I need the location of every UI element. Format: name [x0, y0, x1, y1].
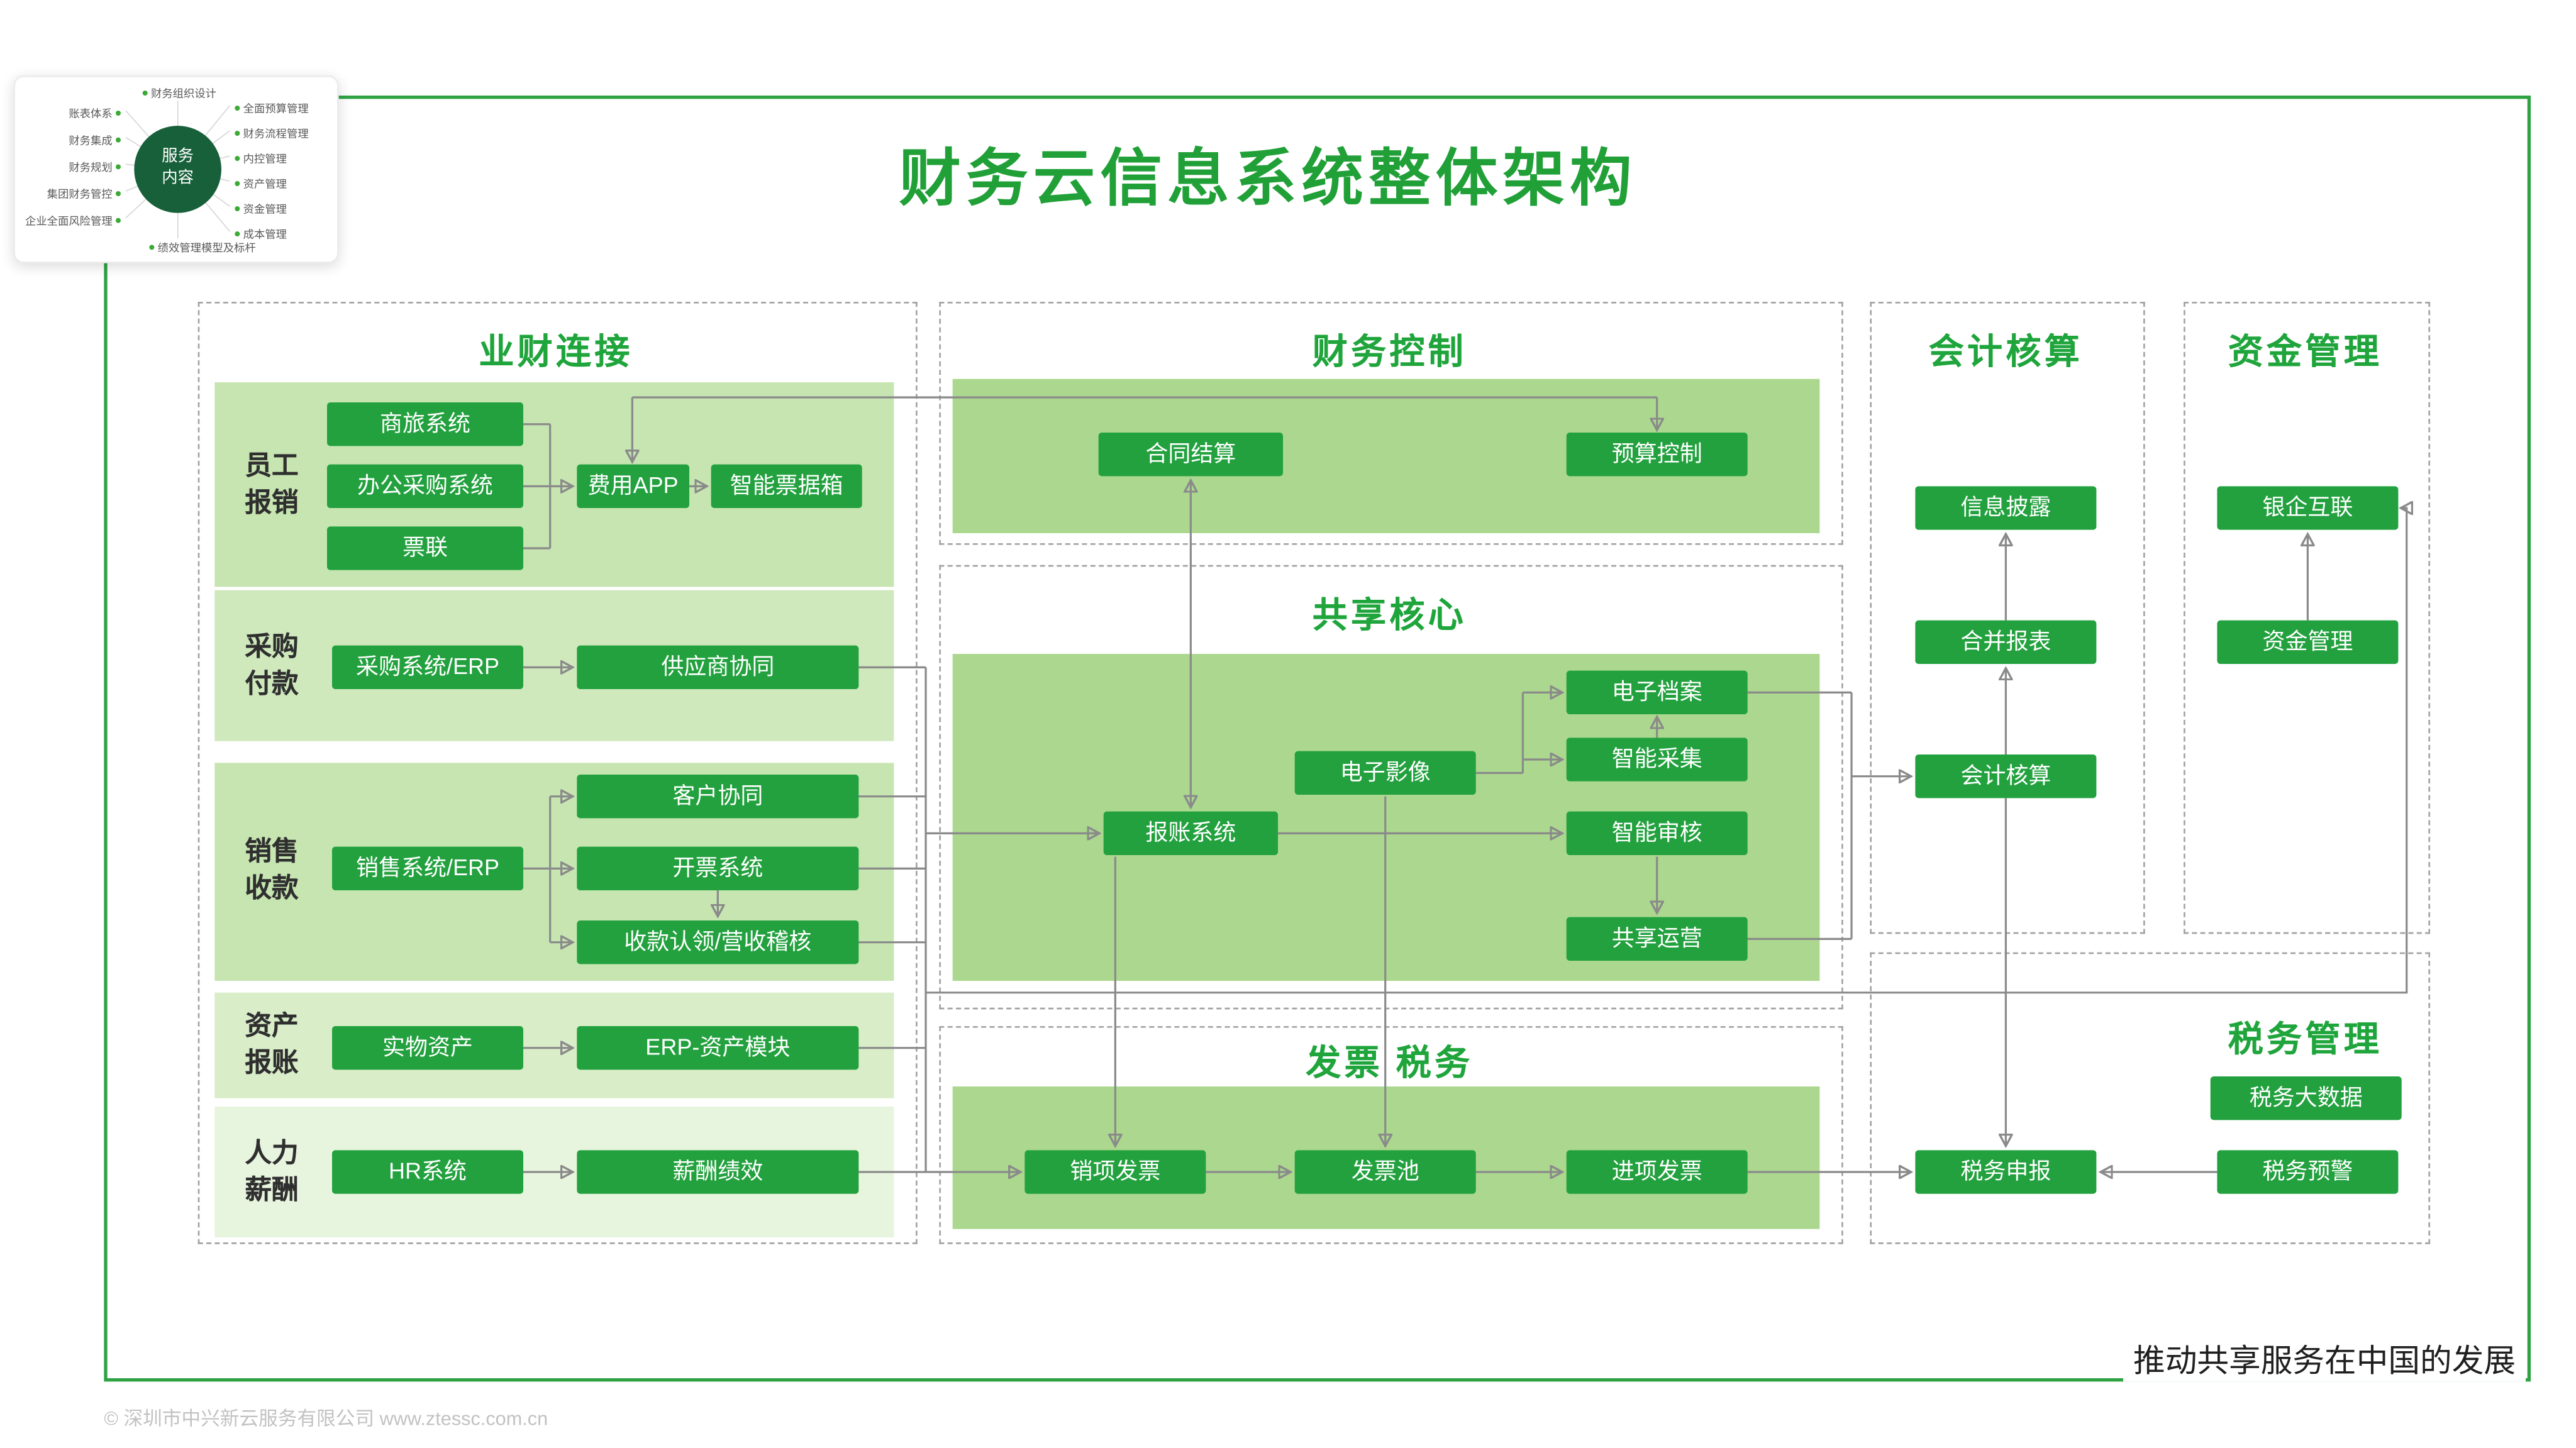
- section-title-tax-mgmt: 税务管理: [2228, 1021, 2383, 1060]
- node-output-invoice: 销项发票: [1024, 1150, 1206, 1194]
- service-content-circle: 服务内容: [134, 126, 222, 213]
- wheel-item: 财务规划: [69, 158, 121, 175]
- node-e-image: 电子影像: [1294, 751, 1476, 795]
- node-office-procurement: 办公采购系统: [327, 464, 524, 509]
- page-title: 财务云信息系统整体架构: [899, 144, 1637, 213]
- node-fund-management: 资金管理: [2217, 620, 2399, 665]
- wheel-item: 全面预算管理: [235, 99, 309, 116]
- wheel-item: 集团财务管控: [47, 184, 121, 201]
- node-payroll-performance: 薪酬绩效: [577, 1150, 859, 1194]
- group-label-hr: 人力薪酬: [245, 1140, 299, 1205]
- node-invoicing-system: 开票系统: [577, 846, 859, 891]
- group-label-sales: 销售收款: [245, 838, 299, 904]
- wheel-item-label: 成本管理: [243, 229, 287, 242]
- wheel-item-label: 财务组织设计: [151, 89, 217, 101]
- wheel-item-label: 财务流程管理: [243, 129, 309, 141]
- wheel-item-label: 账表体系: [69, 109, 113, 121]
- wheel-item-label: 资金管理: [243, 204, 287, 217]
- wheel-item: 内控管理: [235, 149, 287, 166]
- node-procurement-erp: 采购系统/ERP: [332, 645, 524, 690]
- node-expense-app: 费用APP: [577, 464, 690, 509]
- node-smart-audit: 智能审核: [1566, 811, 1748, 856]
- node-contract-settlement: 合同结算: [1098, 433, 1284, 477]
- copyright: © 深圳市中兴新云服务有限公司 www.ztessc.com.cn: [104, 1410, 548, 1430]
- node-reimbursement-system: 报账系统: [1103, 811, 1279, 856]
- node-supplier-collab: 供应商协同: [577, 645, 859, 690]
- service-content-label: 服务内容: [162, 148, 194, 188]
- node-budget-control: 预算控制: [1566, 433, 1748, 477]
- section-accounting: [1870, 302, 2145, 934]
- group-label-procurement: 采购付款: [245, 634, 299, 699]
- node-info-disclosure: 信息披露: [1915, 486, 2097, 530]
- node-smart-capture: 智能采集: [1566, 738, 1748, 782]
- wheel-item: 财务组织设计: [143, 84, 216, 101]
- section-title-shared-core: 共享核心: [1312, 597, 1467, 636]
- node-tax-bigdata: 税务大数据: [2210, 1076, 2402, 1120]
- section-fund: [2184, 302, 2431, 934]
- wheel-item: 资金管理: [235, 199, 287, 216]
- section-title-finance-control: 财务控制: [1312, 333, 1467, 373]
- wheel-item-label: 绩效管理模型及标杆: [157, 243, 256, 255]
- node-tax-warning: 税务预警: [2217, 1150, 2399, 1194]
- section-title-invoice-tax: 发票 税务: [1306, 1044, 1474, 1083]
- node-consolidated-report: 合并报表: [1915, 620, 2097, 665]
- node-receipt-claim: 收款认领/营收稽核: [577, 920, 859, 964]
- node-travel-system: 商旅系统: [327, 402, 524, 446]
- wheel-item-label: 集团财务管控: [47, 189, 113, 202]
- wheel-item: 资产管理: [235, 174, 287, 191]
- group-label-asset: 资产报账: [245, 1012, 299, 1078]
- wheel-item: 财务流程管理: [235, 124, 309, 141]
- wheel-item-label: 财务规划: [69, 162, 113, 175]
- node-accounting: 会计核算: [1915, 754, 2097, 799]
- wheel-item-label: 资产管理: [243, 179, 287, 192]
- group-label-employee-expense: 员工报销: [245, 453, 299, 517]
- wheel-item-label: 企业全面风险管理: [25, 216, 113, 228]
- wheel-item: 财务集成: [69, 131, 121, 148]
- wheel-item-label: 内控管理: [243, 154, 287, 167]
- node-hr-system: HR系统: [332, 1150, 524, 1194]
- section-business-finance: [197, 302, 918, 1244]
- wheel-item-label: 财务集成: [69, 136, 113, 148]
- node-shared-operation: 共享运营: [1566, 917, 1748, 961]
- wheel-item-label: 全面预算管理: [243, 104, 309, 116]
- node-smart-receipt-box: 智能票据箱: [711, 464, 862, 509]
- node-tax-filing: 税务申报: [1915, 1150, 2097, 1194]
- footer-slogan: 推动共享服务在中国的发展: [2123, 1336, 2526, 1382]
- node-sales-erp: 销售系统/ERP: [332, 846, 524, 891]
- section-title-business-finance: 业财连接: [479, 333, 633, 373]
- node-customer-collab: 客户协同: [577, 775, 859, 819]
- node-physical-asset: 实物资产: [332, 1026, 524, 1070]
- node-erp-asset-module: ERP-资产模块: [577, 1026, 859, 1070]
- section-title-accounting: 会计核算: [1928, 333, 2084, 373]
- node-bank-enterprise-link: 银企互联: [2217, 486, 2399, 530]
- node-invoice-pool: 发票池: [1294, 1150, 1476, 1194]
- slide-border: [104, 96, 2531, 1382]
- section-title-fund: 资金管理: [2228, 333, 2383, 373]
- node-e-archive: 电子档案: [1566, 670, 1748, 715]
- wheel-item: 成本管理: [235, 224, 287, 241]
- section-invoice-tax: [939, 1026, 1843, 1244]
- wheel-item: 企业全面风险管理: [25, 211, 121, 228]
- service-content-logo: 服务内容 财务组织设计 绩效管理模型及标杆 全面预算管理 财务流程管理 内控管理…: [13, 75, 339, 263]
- node-input-invoice: 进项发票: [1566, 1150, 1748, 1194]
- wheel-item: 绩效管理模型及标杆: [149, 238, 256, 255]
- node-piaolian: 票联: [327, 526, 524, 570]
- wheel-item: 账表体系: [69, 104, 121, 121]
